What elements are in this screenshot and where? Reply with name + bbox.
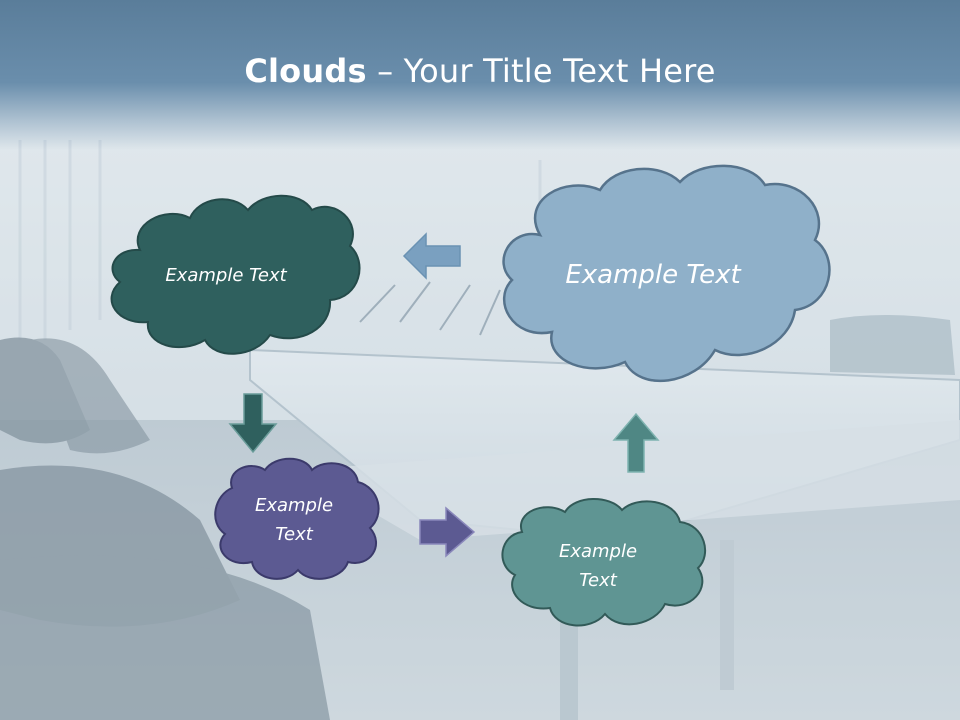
cloud-top-left-text: Example Text [165, 265, 287, 286]
cloud-bottom-right[interactable]: Example Text [501, 498, 707, 627]
title-bold: Clouds [244, 52, 367, 90]
title-rest: Your Title Text Here [403, 52, 716, 90]
cloud-top-right[interactable]: Example Text [502, 164, 831, 383]
arrow-right [419, 506, 476, 558]
arrow-down [228, 393, 278, 454]
cloud-bottom-right-line2: Text [579, 570, 617, 591]
title-separator: – [377, 52, 404, 90]
cloud-top-right-text: Example Text [565, 260, 741, 290]
cloud-top-left[interactable]: Example Text [110, 194, 361, 355]
cloud-middle-left-line1: Example [255, 495, 333, 516]
slide-title[interactable]: Clouds – Your Title Text Here [0, 52, 960, 90]
arrow-up [612, 412, 660, 473]
title-band [0, 0, 960, 150]
arrow-left [402, 232, 461, 280]
cloud-middle-left[interactable]: Example Text [214, 457, 380, 580]
cloud-middle-left-line2: Text [275, 524, 313, 545]
cloud-bottom-right-line1: Example [559, 541, 637, 562]
